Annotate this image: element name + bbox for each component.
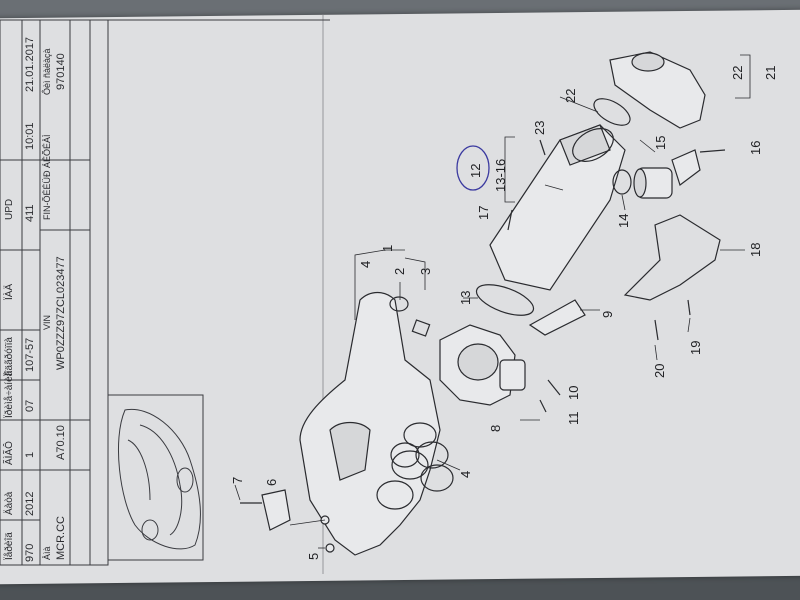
header-gmgf: ÃÌÃÔ [2,441,15,465]
value-number: 1 [24,452,36,458]
label-vin: VIN [42,315,52,330]
title-block [0,19,330,566]
callout-21: 21 [763,66,778,80]
callout-14: 14 [616,214,631,228]
car-illustration [117,408,201,550]
paper-fold [322,14,324,574]
pen-circle-annotation [456,145,490,191]
value-code: 07 [24,400,36,412]
value-catalog: 970140 [55,53,67,90]
header-upd: UPD [4,199,15,220]
callout-16: 16 [748,141,763,155]
value-date: 21.01.2017 [24,37,36,92]
callout-numbers: 1 2 3 4 4 5 6 7 8 9 10 11 12 13 13-16 14… [230,66,778,560]
callout-4a: 4 [358,261,373,268]
callout-10: 10 [566,386,581,400]
value-part-code: A70.10 [55,425,67,460]
callout-5: 5 [306,553,321,560]
callout-4b: 4 [458,471,473,478]
callout-13-16: 13-16 [493,159,508,192]
header-note: Ïðèìå÷àíèå [3,370,15,418]
callout-15: 15 [653,136,668,150]
parts-linework [240,51,726,556]
callout-7: 7 [230,477,245,484]
value-time: 10:01 [24,122,36,150]
callout-3: 3 [418,268,433,275]
header-period: Ïåðèîä [3,532,15,560]
callout-1: 1 [380,245,395,252]
header-pad: ÏÀÄ [2,284,15,300]
value-year: 2012 [24,492,36,516]
label-fin: FIN-ÕÉÉÜÐ ÁÉÕÉÀÌ [42,134,52,220]
callout-2: 2 [392,268,407,275]
value-upd: 411 [24,204,36,222]
label-catalog: Ôèì ñàëàçà [42,48,52,95]
value-period: 970 [24,544,36,562]
callout-19: 19 [688,341,703,355]
callout-9: 9 [600,311,615,318]
callout-18: 18 [748,243,763,257]
title-block-text: Ïåðèîä 970 Äàòà 2012 ÃÌÃÔ 1 Ïðèìå÷àíèå 0… [2,37,67,562]
callout-8: 8 [488,425,503,432]
header-date: Äàòà [3,491,15,515]
value-model: MCR.CC [55,516,67,560]
value-sub: 107-57 [24,338,36,372]
callout-17: 17 [476,206,491,220]
label-model: Àìà [42,546,52,560]
header-subgroup: Ïîäãðóïïà [3,337,15,376]
callout-6: 6 [264,479,279,486]
callout-22a: 22 [730,66,745,80]
callout-13: 13 [458,291,473,305]
callout-11: 11 [566,412,581,426]
callout-20: 20 [652,364,667,378]
callout-23: 23 [532,121,547,135]
callout-22b: 22 [563,89,578,103]
callout-12: 12 [468,164,483,178]
value-vin: WP0ZZZ97ZCL023477 [55,256,67,370]
leader-lines [234,54,751,549]
